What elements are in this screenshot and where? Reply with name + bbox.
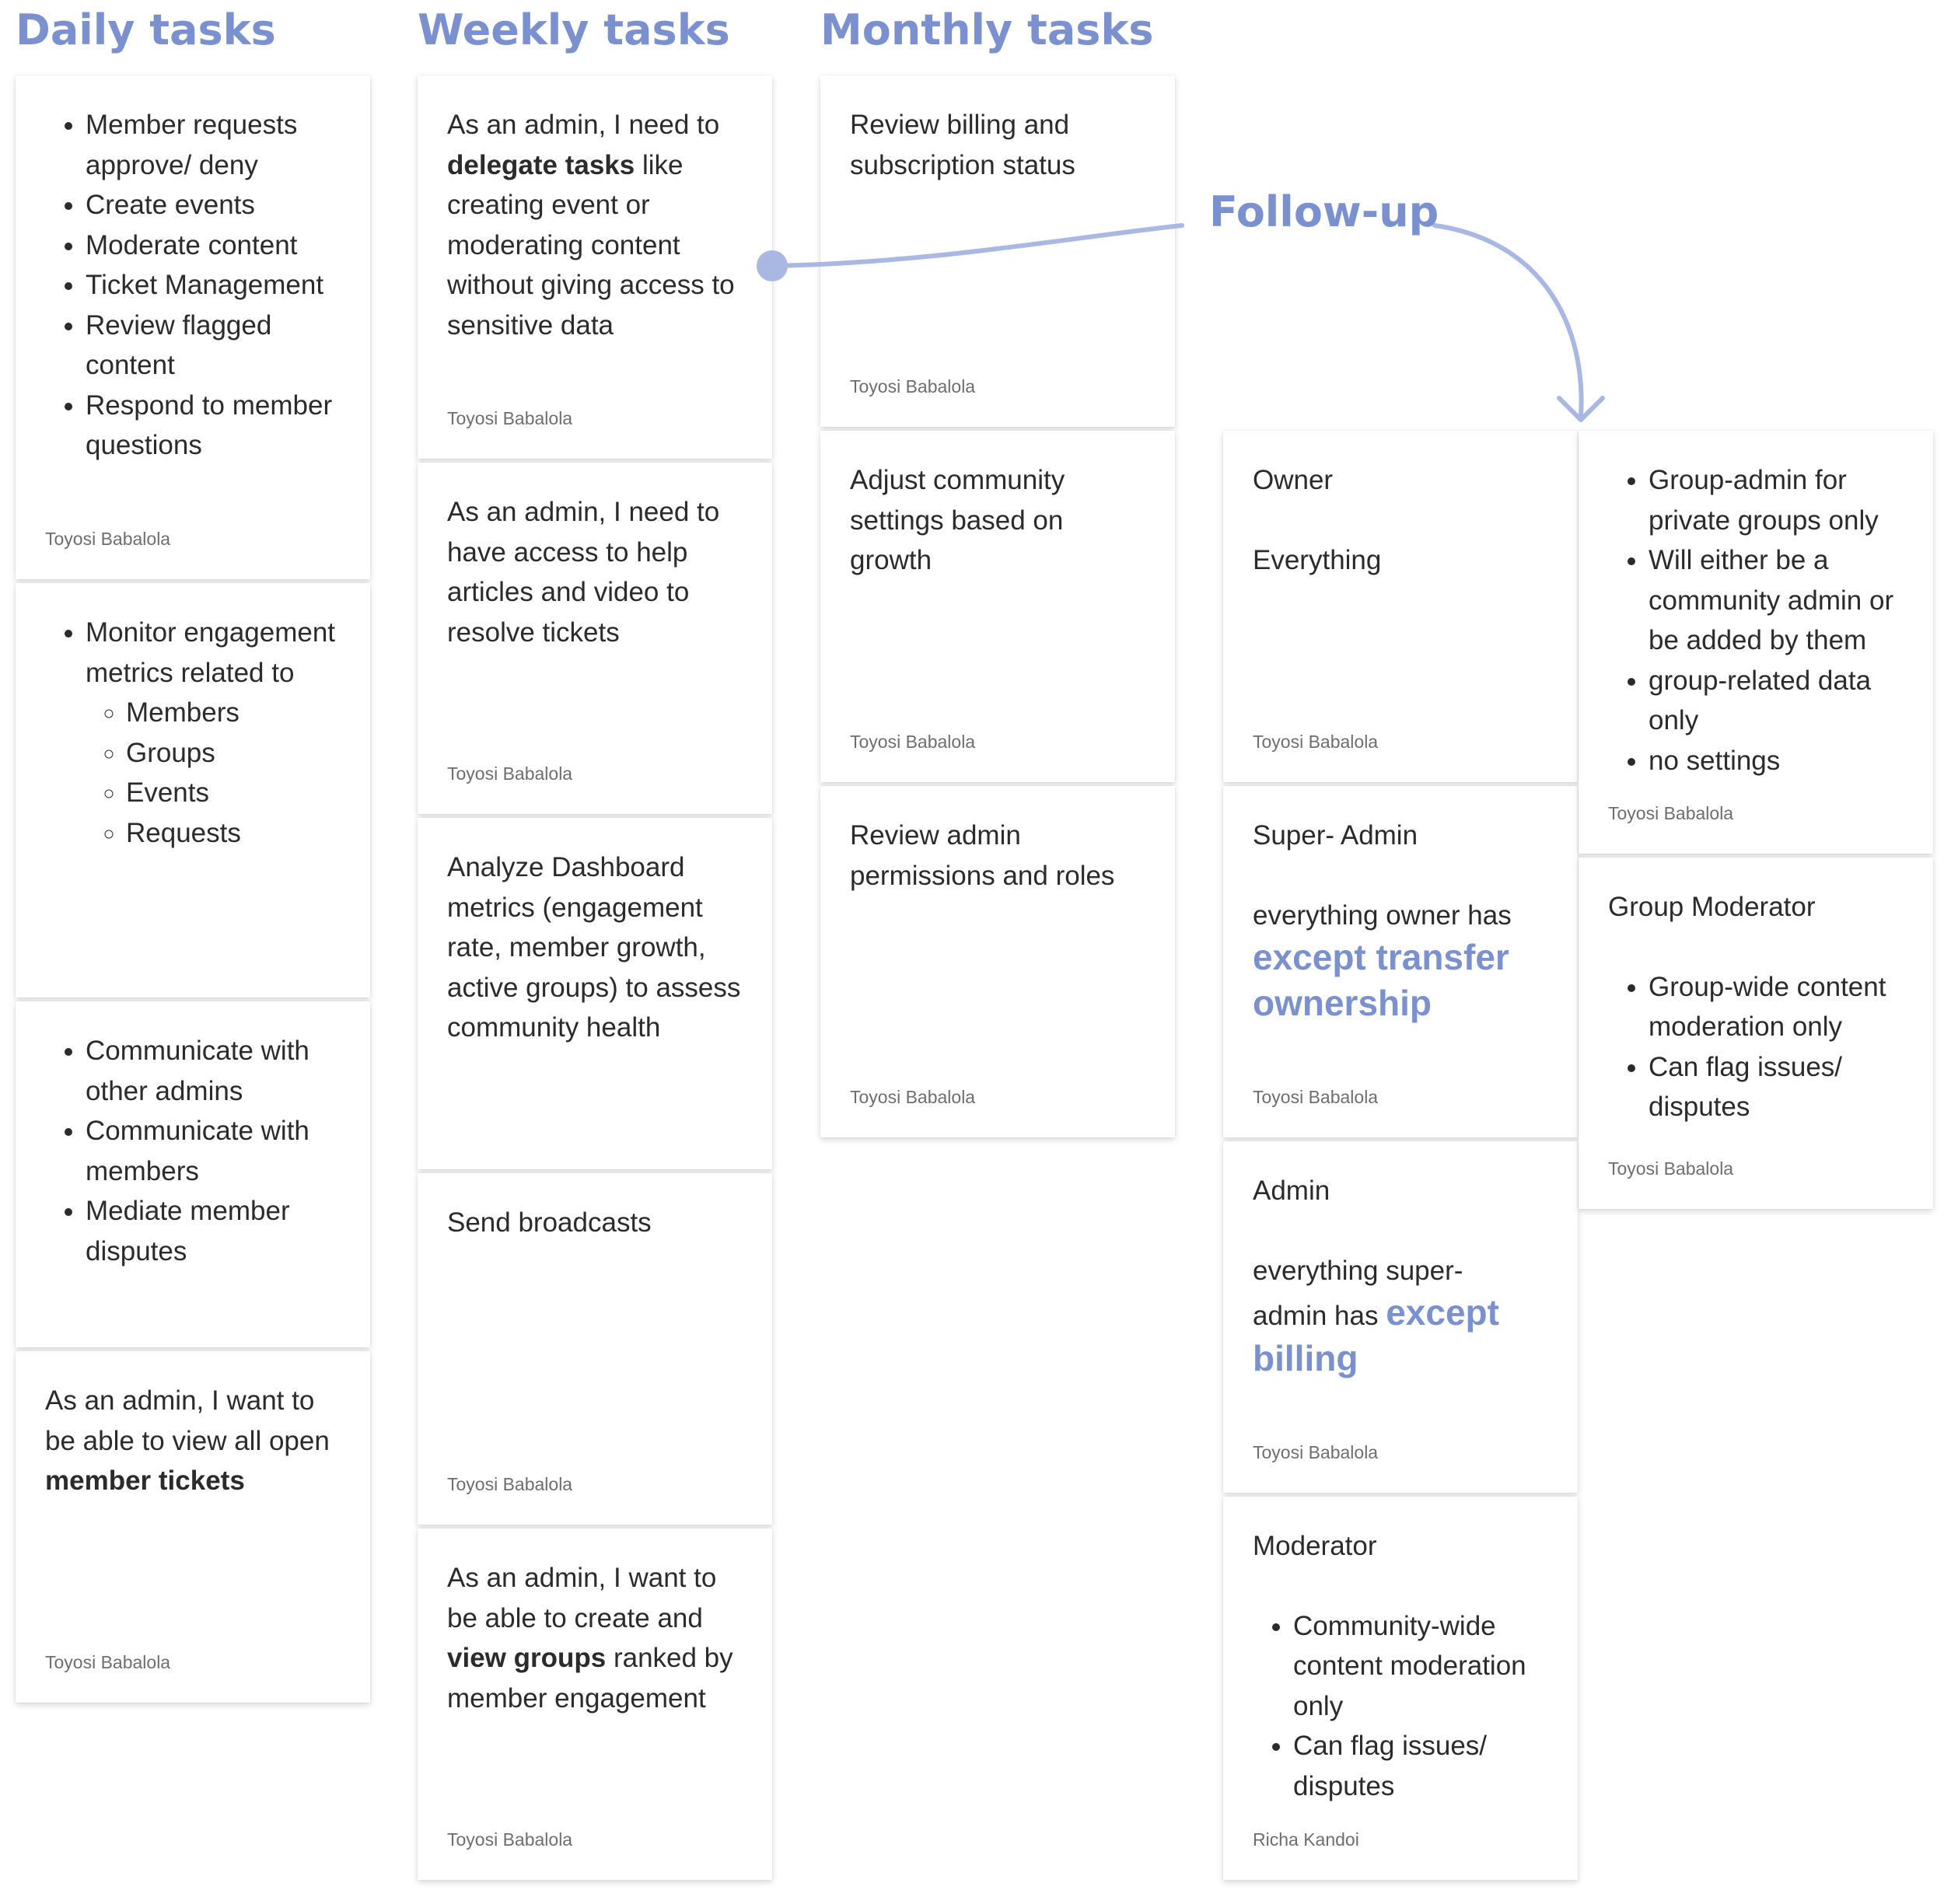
list-item: Can flag issues/ disputes: [1649, 1047, 1904, 1127]
list-item: Monitor engagement metrics related to Me…: [86, 613, 341, 853]
list-item: Review flagged content: [86, 306, 341, 386]
note-author: Toyosi Babalola: [1253, 1442, 1379, 1462]
monthly-tasks-heading: Monthly tasks: [820, 5, 1154, 54]
list-item: Mediate member disputes: [86, 1191, 341, 1271]
role-title: Admin: [1253, 1176, 1330, 1206]
note-text-bold: view groups: [447, 1643, 607, 1673]
note-text-part: like creating event or moderating conten…: [447, 149, 735, 341]
role-description: Everything: [1253, 544, 1382, 575]
list-item: group-related data only: [1649, 661, 1904, 741]
list-item: Respond to member questions: [86, 386, 341, 466]
sticky-note-weekly-3[interactable]: Analyze Dashboard metrics (engagement ra…: [418, 818, 772, 1169]
note-text: Send broadcasts: [447, 1207, 652, 1238]
sticky-note-role-moderator[interactable]: Moderator Community-wide content moderat…: [1223, 1497, 1578, 1880]
note-text: As an admin, I want to be able to view a…: [45, 1381, 341, 1501]
note-text: As an admin, I want to be able to create…: [447, 1558, 743, 1718]
note-author: Toyosi Babalola: [850, 1087, 976, 1107]
sticky-note-daily-1[interactable]: Member requests approve/ deny Create eve…: [16, 75, 370, 579]
role-description-text: everything owner has: [1253, 900, 1512, 931]
list-item: Create events: [86, 185, 341, 225]
list-item: Ticket Management: [86, 265, 341, 306]
role-permission-list: Group-wide content moderation only Can f…: [1608, 967, 1904, 1127]
list-item: Member requests approve/ deny: [86, 105, 341, 185]
weekly-tasks-heading: Weekly tasks: [418, 5, 730, 54]
list-item: Will either be a community admin or be a…: [1649, 540, 1904, 661]
note-text: Review billing and subscription status: [850, 110, 1075, 180]
list-item: Group-admin for private groups only: [1649, 460, 1904, 540]
list-item: Groups: [126, 733, 341, 774]
note-text: Review admin permissions and roles: [850, 820, 1115, 891]
list-item: Community-wide content moderation only: [1293, 1606, 1548, 1727]
role-exception-highlight: except billing: [1253, 1292, 1499, 1378]
task-list: Member requests approve/ deny Create eve…: [45, 105, 341, 466]
note-text-part: ranked by member engagement: [447, 1643, 733, 1714]
list-item-text: Monitor engagement metrics related to: [86, 617, 336, 688]
note-author: Toyosi Babalola: [1253, 732, 1379, 752]
list-item: no settings: [1649, 741, 1904, 781]
list-item: Events: [126, 773, 341, 813]
note-author: Toyosi Babalola: [1253, 1087, 1379, 1107]
role-description: everything owner has except transfer own…: [1253, 896, 1548, 1027]
note-text: As an admin, I need to delegate tasks li…: [447, 105, 743, 345]
note-author: Toyosi Babalola: [45, 529, 171, 549]
sticky-note-monthly-3[interactable]: Review admin permissions and roles Toyos…: [820, 786, 1175, 1137]
arrow-head-icon: [1557, 396, 1605, 422]
role-description-text: everything super-admin has: [1253, 1255, 1463, 1332]
sub-list: Members Groups Events Requests: [86, 693, 341, 853]
list-item: Moderate content: [86, 225, 341, 266]
note-text: Analyze Dashboard metrics (engagement ra…: [447, 852, 741, 1043]
sticky-note-group-moderator[interactable]: Group Moderator Group-wide content moder…: [1579, 858, 1933, 1209]
task-list: Monitor engagement metrics related to Me…: [45, 613, 341, 853]
list-item: Communicate with other admins: [86, 1031, 341, 1111]
note-author: Toyosi Babalola: [850, 376, 976, 397]
note-author: Toyosi Babalola: [45, 1652, 171, 1672]
sticky-note-weekly-5[interactable]: As an admin, I want to be able to create…: [418, 1528, 772, 1880]
role-permission-list: Group-admin for private groups only Will…: [1608, 460, 1904, 781]
list-item: Can flag issues/ disputes: [1293, 1726, 1548, 1806]
follow-up-arrow[interactable]: [1432, 223, 1584, 418]
note-text-bold: member tickets: [45, 1466, 245, 1496]
note-text: As an admin, I need to have access to he…: [447, 497, 720, 648]
note-author: Toyosi Babalola: [447, 763, 573, 784]
list-item: Requests: [126, 813, 341, 854]
note-author: Toyosi Babalola: [1608, 1158, 1734, 1179]
note-text-part: As an admin, I want to be able to view a…: [45, 1385, 330, 1456]
role-title: Moderator: [1253, 1531, 1377, 1561]
note-author: Toyosi Babalola: [1608, 803, 1734, 823]
note-text-part: As an admin, I need to: [447, 110, 720, 140]
note-text-bold: delegate tasks: [447, 149, 635, 180]
sticky-note-weekly-2[interactable]: As an admin, I need to have access to he…: [418, 463, 772, 814]
sticky-note-weekly-1[interactable]: As an admin, I need to delegate tasks li…: [418, 75, 772, 459]
note-author: Toyosi Babalola: [447, 408, 573, 428]
role-description: everything super-admin has except billin…: [1253, 1251, 1517, 1382]
list-item: Members: [126, 693, 341, 733]
role-title: Super- Admin: [1253, 820, 1418, 851]
role-title: Group Moderator: [1608, 892, 1816, 922]
role-title: Owner: [1253, 465, 1334, 495]
sticky-note-daily-2[interactable]: Monitor engagement metrics related to Me…: [16, 583, 370, 997]
sticky-note-weekly-4[interactable]: Send broadcasts Toyosi Babalola: [418, 1173, 772, 1525]
sticky-note-role-owner[interactable]: Owner Everything Toyosi Babalola: [1223, 431, 1578, 782]
task-list: Communicate with other admins Communicat…: [45, 1031, 341, 1271]
sticky-note-daily-3[interactable]: Communicate with other admins Communicat…: [16, 1001, 370, 1347]
note-author: Toyosi Babalola: [850, 732, 976, 752]
note-author: Toyosi Babalola: [447, 1829, 573, 1850]
sticky-note-monthly-2[interactable]: Adjust community settings based on growt…: [820, 431, 1175, 782]
role-exception-highlight: except transfer ownership: [1253, 937, 1509, 1023]
note-author: Richa Kandoi: [1253, 1829, 1359, 1850]
list-item: Group-wide content moderation only: [1649, 967, 1904, 1047]
daily-tasks-heading: Daily tasks: [16, 5, 276, 54]
sticky-note-daily-4[interactable]: As an admin, I want to be able to view a…: [16, 1351, 370, 1703]
note-author: Toyosi Babalola: [447, 1474, 573, 1494]
sticky-note-group-admin[interactable]: Group-admin for private groups only Will…: [1579, 431, 1933, 854]
list-item: Communicate with members: [86, 1111, 341, 1191]
sticky-note-role-super-admin[interactable]: Super- Admin everything owner has except…: [1223, 786, 1578, 1137]
sticky-note-role-admin[interactable]: Admin everything super-admin has except …: [1223, 1141, 1578, 1493]
follow-up-label: Follow-up: [1209, 187, 1439, 236]
role-permission-list: Community-wide content moderation only C…: [1253, 1606, 1548, 1807]
note-text: Adjust community settings based on growt…: [850, 465, 1065, 575]
note-text-part: As an admin, I want to be able to create…: [447, 1563, 717, 1633]
sticky-note-monthly-1[interactable]: Review billing and subscription status T…: [820, 75, 1175, 427]
